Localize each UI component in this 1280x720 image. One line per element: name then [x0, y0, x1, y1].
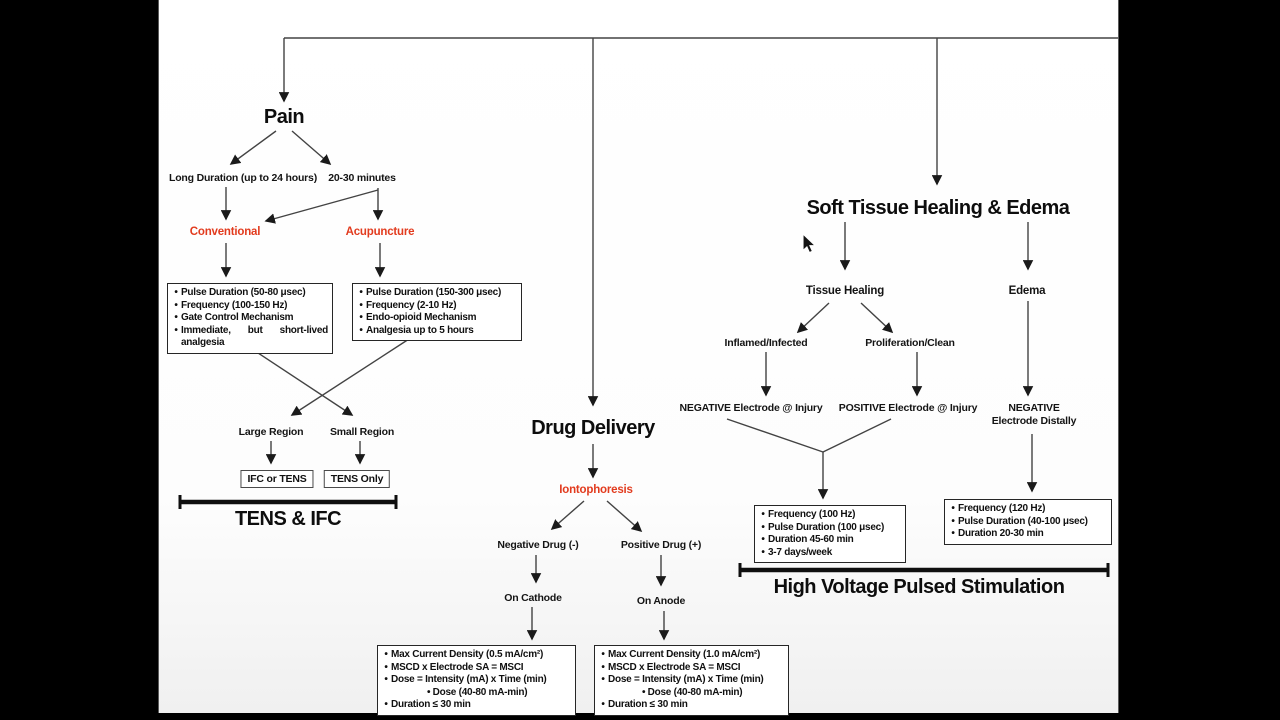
- small-region-label: Small Region: [329, 426, 395, 438]
- cathode-dosage-box: •Max Current Density (0.5 mA/cm²) •MSCD …: [377, 645, 576, 716]
- negative-drug-label: Negative Drug (-): [497, 539, 579, 551]
- tens-ifc-section-title: TENS & IFC: [234, 508, 342, 530]
- conventional-parameters-box: •Pulse Duration (50-80 μsec) •Frequency …: [167, 283, 333, 354]
- acupuncture-parameters-box: •Pulse Duration (150-300 μsec) •Frequenc…: [352, 283, 522, 342]
- edema-label: Edema: [1008, 285, 1046, 297]
- iontophoresis-label: Iontophoresis: [559, 484, 633, 496]
- soft-tissue-title: Soft Tissue Healing & Edema: [806, 197, 1070, 219]
- drug-delivery-title: Drug Delivery: [531, 417, 655, 439]
- on-anode-label: On Anode: [636, 595, 686, 607]
- hvps-section-title: High Voltage Pulsed Stimulation: [773, 576, 1065, 598]
- inflamed-infected-label: Inflamed/Infected: [724, 337, 808, 349]
- tissue-healing-parameters-box: •Frequency (100 Hz) •Pulse Duration (100…: [754, 505, 906, 564]
- positive-electrode-label: POSITIVE Electrode @ Injury: [838, 402, 978, 414]
- proliferation-clean-label: Proliferation/Clean: [865, 337, 955, 349]
- positive-drug-label: Positive Drug (+): [620, 539, 702, 551]
- on-cathode-label: On Cathode: [504, 592, 562, 604]
- letterbox-bottom: [0, 713, 1280, 720]
- letterbox-right: [1118, 0, 1280, 720]
- minutes-label: 20-30 minutes: [328, 172, 396, 184]
- large-region-label: Large Region: [238, 426, 304, 438]
- letterbox-left: [0, 0, 159, 720]
- pain-title: Pain: [263, 106, 305, 128]
- tissue-healing-label: Tissue Healing: [805, 285, 885, 297]
- long-duration-label: Long Duration (up to 24 hours): [169, 172, 317, 184]
- ifc-or-tens-box: IFC or TENS: [240, 470, 314, 488]
- negative-distally-label: NEGATIVE Electrode Distally: [991, 402, 1077, 427]
- tens-only-box: TENS Only: [323, 470, 391, 488]
- negative-electrode-label: NEGATIVE Electrode @ Injury: [679, 402, 823, 414]
- edema-parameters-box: •Frequency (120 Hz) •Pulse Duration (40-…: [944, 499, 1112, 545]
- anode-dosage-box: •Max Current Density (1.0 mA/cm²) •MSCD …: [594, 645, 789, 716]
- acupuncture-label: Acupuncture: [345, 226, 415, 238]
- conventional-label: Conventional: [189, 226, 261, 238]
